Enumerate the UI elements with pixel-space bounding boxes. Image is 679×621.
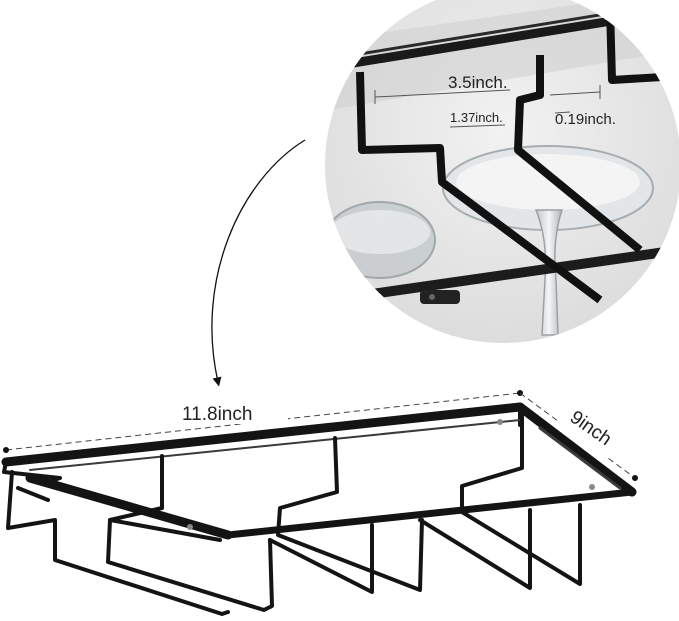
slot-width-label: 3.5inch.: [448, 73, 508, 92]
rack-hook-row-2: [106, 454, 274, 612]
width-dimension: 9inch: [519, 392, 638, 481]
length-label: 11.8inch: [182, 404, 252, 425]
wire-thickness-label: 0.19inch.: [555, 111, 616, 128]
callout-arrow: [211, 139, 306, 387]
wine-glass-rack: [1, 402, 637, 616]
rail-width-label: 1.37inch.: [450, 110, 503, 125]
length-dimension: 11.8inch: [3, 390, 523, 453]
rack-hook-row-4: [418, 413, 582, 590]
zoom-detail-circle: 3.5inch. 1.37inch. 0.19inch.: [325, 0, 679, 343]
rack-top-frame: [1, 402, 637, 540]
rack-hook-row-1: [6, 470, 230, 616]
rack-hook-row-3: [268, 436, 424, 594]
zoom-dimension-lines: [374, 85, 601, 128]
